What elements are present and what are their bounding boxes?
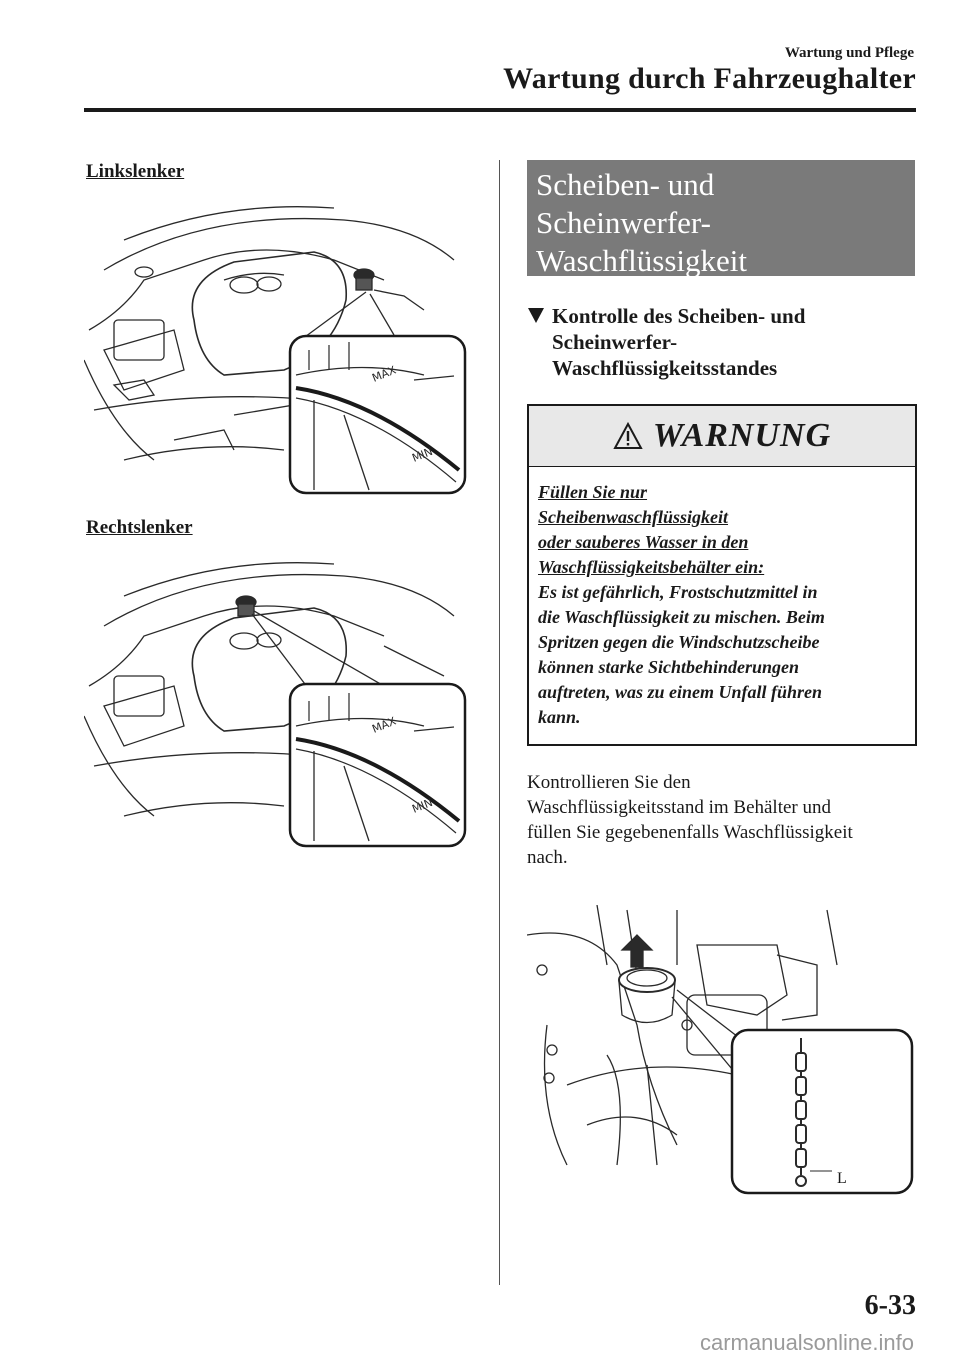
instruction-paragraph: Kontrollieren Sie den Waschflüssigkeitss… — [527, 772, 853, 868]
lhd-label: Linkslenker — [86, 161, 185, 182]
subheading: Kontrolle des Scheiben- und Scheinwerfer… — [527, 303, 917, 381]
warning-triangle-icon — [613, 422, 643, 449]
header-rule — [84, 108, 916, 112]
warning-title: WARNUNG — [652, 417, 832, 454]
page-number: 6-33 — [864, 1290, 916, 1321]
reservoir-dipstick-illustration: L — [527, 905, 917, 1200]
triangle-bullet-icon — [528, 308, 544, 323]
rhd-label: Rechtslenker — [86, 517, 193, 538]
dipstick-level-label: L — [837, 1170, 847, 1187]
watermark: carmanualsonline.info — [699, 1330, 914, 1355]
warning-box: WARNUNG Füllen Sie nur Scheibenwaschflüs… — [527, 404, 917, 746]
section-heading-box: Scheiben- und Scheinwerfer- Waschflüssig… — [527, 160, 915, 278]
section-title-line: Scheiben- und — [536, 167, 715, 202]
section-title-line: Waschflüssigkeit — [536, 243, 748, 278]
warning-header: WARNUNG — [529, 406, 915, 467]
running-header-chapter: Wartung durch Fahrzeughalter — [503, 62, 916, 95]
warning-text: Füllen Sie nur Scheibenwaschflüssigkeit … — [538, 482, 825, 727]
section-title-line: Scheinwerfer- — [536, 205, 711, 240]
rhd-engine-illustration: MAX MIN — [84, 556, 469, 854]
lhd-engine-illustration: MAX MIN — [84, 200, 469, 498]
column-divider — [499, 160, 500, 1285]
running-header-section: Wartung und Pflege — [784, 45, 914, 61]
